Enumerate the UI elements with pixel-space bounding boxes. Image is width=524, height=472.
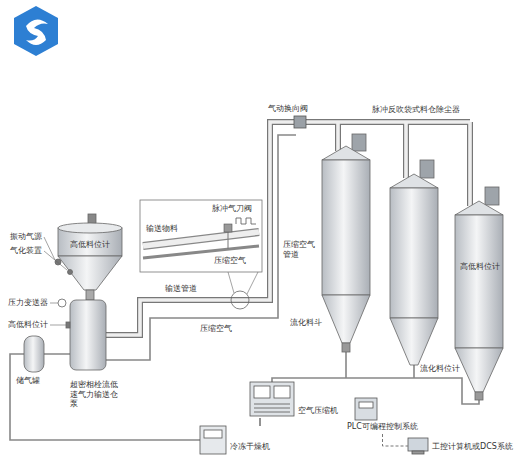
equipment-node: 冷冻干燥机 xyxy=(200,426,272,454)
callout-label: 高低料位计 xyxy=(70,240,110,250)
conveying-pipe xyxy=(106,122,470,335)
storage-silo xyxy=(455,215,503,348)
callout-label: 压缩空气 xyxy=(214,256,246,266)
storage-silo xyxy=(485,187,499,205)
callout-label: 高低料位计 xyxy=(8,320,48,330)
callout-label: 流化料位计 xyxy=(420,364,460,374)
equipment-node: PLC可编程控制系统 xyxy=(345,398,420,434)
equipment-icon xyxy=(408,438,428,451)
feed-hopper xyxy=(68,270,73,275)
air-pipe xyxy=(272,352,479,404)
storage-silo xyxy=(352,134,366,151)
storage-silo xyxy=(390,188,438,318)
silo-pump xyxy=(58,299,106,370)
callout-label: 压缩空气管道 xyxy=(283,240,317,259)
equipment-icon xyxy=(254,404,290,412)
diverter-valve xyxy=(294,116,306,128)
storage-silo xyxy=(342,343,350,352)
leader-lines xyxy=(44,237,67,325)
storage-silo xyxy=(322,134,503,400)
equipment-icon xyxy=(200,426,226,454)
equipment-icon xyxy=(274,386,290,398)
conveying-pipe xyxy=(106,122,470,335)
silo-pump xyxy=(70,300,106,370)
feed-hopper xyxy=(55,214,122,300)
callout-label: 输送物料 xyxy=(146,224,178,234)
storage-silo xyxy=(322,295,370,343)
detail-inset xyxy=(228,232,229,249)
callout-label: 脉冲气刀阀 xyxy=(212,204,252,214)
equipment-label: 工控计算机或DCS系统 xyxy=(432,442,513,452)
feed-hopper xyxy=(58,223,122,233)
equipment-icon xyxy=(250,382,294,416)
callout-label: 气动换向阀 xyxy=(268,104,308,114)
equipment-node: 工控计算机或DCS系统 xyxy=(408,438,515,454)
air-pipe xyxy=(10,135,479,440)
silo-pump xyxy=(66,322,70,328)
storage-silo xyxy=(390,318,438,365)
detail-inset xyxy=(140,200,262,272)
equipment-icon xyxy=(359,402,373,408)
callout-label: 输送管道 xyxy=(165,284,197,294)
equipment-icon xyxy=(254,386,270,398)
equipment-icon xyxy=(204,430,222,438)
detail-inset xyxy=(143,232,259,246)
callout-label: 储气罐 xyxy=(16,376,40,386)
callout-label: 振动气源 xyxy=(10,232,42,242)
company-logo xyxy=(14,6,58,56)
equipment-label: 空气压缩机 xyxy=(298,406,338,416)
conveying-pipe xyxy=(106,122,470,335)
feed-hopper xyxy=(58,256,122,290)
silo-pump xyxy=(58,299,66,307)
diverter-valve xyxy=(294,116,306,128)
callout-label: 超密相栓流低速气力输送仓泵 xyxy=(70,380,120,409)
storage-silo xyxy=(322,160,370,295)
equipment-node: 空气压缩机 xyxy=(250,382,340,418)
callout-label: 高低料位计 xyxy=(460,262,500,272)
detail-inset xyxy=(236,218,256,224)
equipment-icon xyxy=(412,451,424,454)
callout-label: 流化料斗 xyxy=(290,318,322,328)
feed-hopper xyxy=(86,290,94,300)
air-receiver-tank xyxy=(24,336,44,372)
storage-silo xyxy=(455,201,503,215)
storage-silo xyxy=(420,160,434,178)
callout-label: 压力变送器 xyxy=(8,298,48,308)
company-logo xyxy=(14,6,58,56)
air-receiver-tank xyxy=(24,336,44,372)
callout-label: 气化装置 xyxy=(10,246,42,256)
pipe-connector xyxy=(383,434,409,446)
storage-silo xyxy=(390,174,438,188)
feed-hopper xyxy=(88,214,96,224)
equipment-label: PLC可编程控制系统 xyxy=(347,422,418,432)
air-pipe xyxy=(106,135,296,360)
leader-lines xyxy=(44,237,67,325)
storage-silo xyxy=(455,348,503,392)
detail-inset xyxy=(143,232,259,246)
equipment-icon xyxy=(355,398,377,420)
equipment-label: 冷冻干燥机 xyxy=(230,442,270,452)
storage-silo xyxy=(475,392,483,400)
detail-inset xyxy=(140,200,262,309)
callout-label: 脉冲反吹袋式料仓除尘器 xyxy=(372,105,460,115)
detail-inset xyxy=(228,272,258,294)
equipment-icon xyxy=(200,382,428,454)
company-logo xyxy=(26,19,48,45)
pipe-connector xyxy=(259,418,261,426)
detail-inset xyxy=(224,224,232,232)
storage-silo xyxy=(322,146,370,160)
detail-inset xyxy=(231,291,249,309)
callout-label: 压缩空气 xyxy=(200,324,232,334)
